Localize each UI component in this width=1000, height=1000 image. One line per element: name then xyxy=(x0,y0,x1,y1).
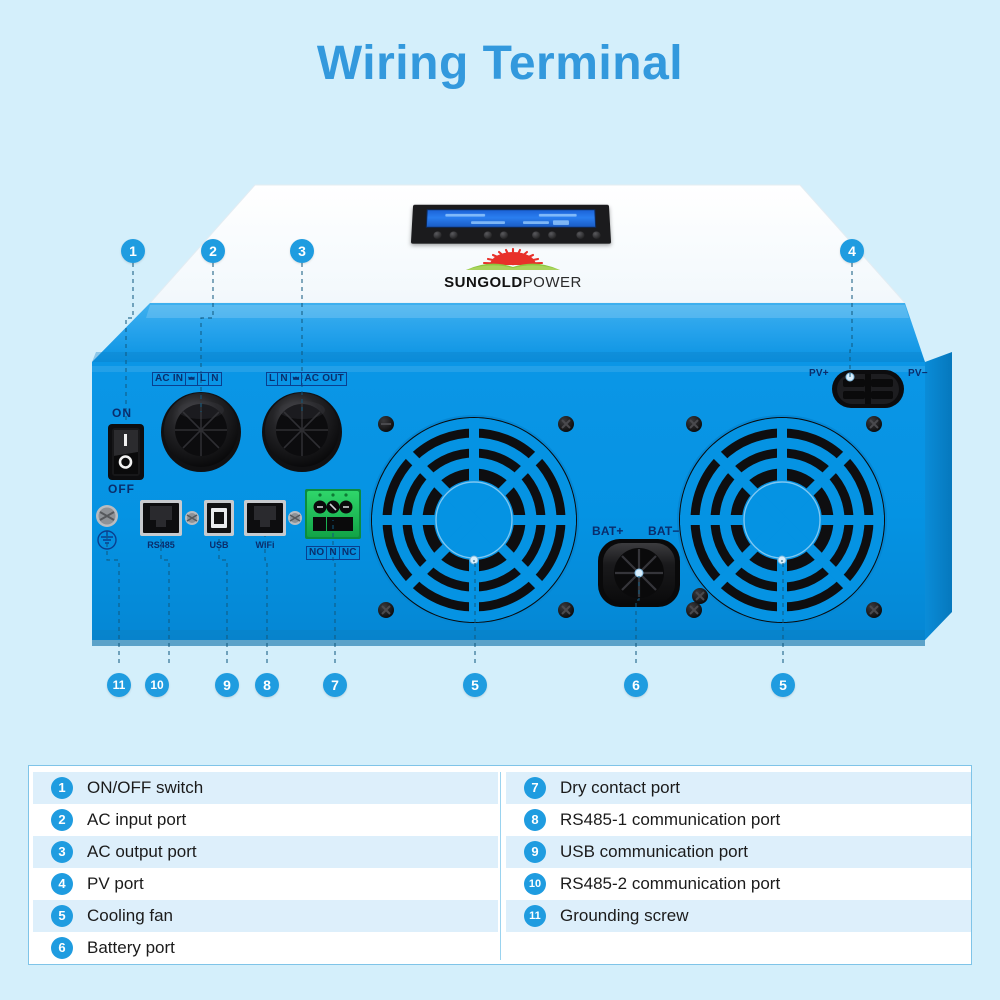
legend-item-9[interactable]: 9 USB communication port xyxy=(506,836,971,868)
bat-positive-label: BAT+ xyxy=(592,524,624,538)
legend-number-4: 4 xyxy=(51,873,73,895)
legend-number-9: 9 xyxy=(524,841,546,863)
callout-marker-6[interactable]: 6 xyxy=(624,673,648,697)
ac-in-n: N xyxy=(208,372,222,386)
switch-off-label: OFF xyxy=(108,482,135,496)
ac-out-earth-icon: ⏕ xyxy=(289,372,302,386)
legend-number-11: 11 xyxy=(524,905,546,927)
legend-item-8[interactable]: 8 RS485-1 communication port xyxy=(506,804,971,836)
legend-label-5: Cooling fan xyxy=(87,906,174,925)
legend-item-5[interactable]: 5 Cooling fan xyxy=(33,900,498,932)
ac-in-earth-icon: ⏕ xyxy=(185,372,197,386)
legend-label-9: USB communication port xyxy=(560,842,749,861)
callout-marker-1[interactable]: 1 xyxy=(121,239,145,263)
legend-item-10[interactable]: 10 RS485-2 communication port xyxy=(506,868,971,900)
legend-label-10: RS485-2 communication port xyxy=(560,874,781,893)
wifi-port-label: WiFi xyxy=(255,540,275,550)
callout-marker-11[interactable]: 11 xyxy=(107,673,131,697)
legend-number-6: 6 xyxy=(51,937,73,959)
callout-marker-9[interactable]: 9 xyxy=(215,673,239,697)
legend-column-left: 1 ON/OFF switch 2 AC input port 3 AC out… xyxy=(33,772,498,964)
ac-out-label-group: L N ⏕ AC OUT xyxy=(266,372,347,386)
legend-column-right: 7 Dry contact port 8 RS485-1 communicati… xyxy=(506,772,971,932)
ac-out-n: N xyxy=(277,372,290,386)
bat-negative-label: BAT− xyxy=(648,524,680,538)
legend-number-1: 1 xyxy=(51,777,73,799)
legend-label-3: AC output port xyxy=(87,842,197,861)
ac-in-l: L xyxy=(196,372,209,386)
brand-power: POWER xyxy=(522,274,582,291)
callout-marker-5-right[interactable]: 5 xyxy=(771,673,795,697)
callout-marker-8[interactable]: 8 xyxy=(255,673,279,697)
legend-item-2[interactable]: 2 AC input port xyxy=(33,804,498,836)
legend-label-1: ON/OFF switch xyxy=(87,778,204,797)
callout-marker-3[interactable]: 3 xyxy=(290,239,314,263)
legend-label-7: Dry contact port xyxy=(560,778,680,797)
legend-number-5: 5 xyxy=(51,905,73,927)
legend-panel: 1 ON/OFF switch 2 AC input port 3 AC out… xyxy=(28,765,972,965)
callout-marker-4[interactable]: 4 xyxy=(840,239,864,263)
rs485-port-label: RS485 xyxy=(147,540,175,550)
legend-number-10: 10 xyxy=(524,873,546,895)
legend-label-6: Battery port xyxy=(87,938,175,957)
lcd-display-panel xyxy=(410,204,612,244)
dry-no-label: NO xyxy=(306,546,327,560)
legend-item-7[interactable]: 7 Dry contact port xyxy=(506,772,971,804)
ac-in-text: AC IN xyxy=(152,372,186,386)
callout-marker-7[interactable]: 7 xyxy=(323,673,347,697)
brand-sungold: SUNGOLD xyxy=(444,274,523,291)
pv-positive-label: PV+ xyxy=(809,368,829,379)
legend-label-8: RS485-1 communication port xyxy=(560,810,781,829)
legend-number-8: 8 xyxy=(524,809,546,831)
legend-label-4: PV port xyxy=(87,874,144,893)
usb-port-label: USB xyxy=(209,540,229,550)
inverter-illustration: SUNGOLDPOWER AC IN ⏕ L N L N ⏕ AC OUT ON… xyxy=(92,184,952,697)
sunburst-icon xyxy=(438,247,588,274)
legend-label-2: AC input port xyxy=(87,810,187,829)
inverter-body-svg xyxy=(92,184,952,663)
switch-on-label: ON xyxy=(112,406,132,420)
lcd-screen xyxy=(425,209,597,228)
legend-item-4[interactable]: 4 PV port xyxy=(33,868,498,900)
legend-item-1[interactable]: 1 ON/OFF switch xyxy=(33,772,498,804)
brand-wordmark: SUNGOLDPOWER xyxy=(418,274,608,291)
legend-number-7: 7 xyxy=(524,777,546,799)
callout-marker-10[interactable]: 10 xyxy=(145,673,169,697)
legend-label-11: Grounding screw xyxy=(560,906,689,925)
legend-number-2: 2 xyxy=(51,809,73,831)
lcd-button-row[interactable] xyxy=(427,231,601,239)
legend-item-3[interactable]: 3 AC output port xyxy=(33,836,498,868)
brand-logo: SUNGOLDPOWER xyxy=(418,247,608,291)
legend-divider xyxy=(500,772,501,960)
pv-negative-label: PV− xyxy=(908,368,928,379)
legend-item-11[interactable]: 11 Grounding screw xyxy=(506,900,971,932)
legend-item-6[interactable]: 6 Battery port xyxy=(33,932,498,964)
ac-out-text: AC OUT xyxy=(301,372,347,386)
dry-contact-label-group: NO N NC xyxy=(306,546,360,560)
dry-nc-label: NC xyxy=(338,546,360,560)
ac-in-label-group: AC IN ⏕ L N xyxy=(152,372,222,386)
ac-out-l: L xyxy=(266,372,278,386)
legend-number-3: 3 xyxy=(51,841,73,863)
callout-marker-2[interactable]: 2 xyxy=(201,239,225,263)
callout-marker-5-left[interactable]: 5 xyxy=(463,673,487,697)
page-title: Wiring Terminal xyxy=(316,37,684,90)
dry-n-label: N xyxy=(326,546,339,560)
